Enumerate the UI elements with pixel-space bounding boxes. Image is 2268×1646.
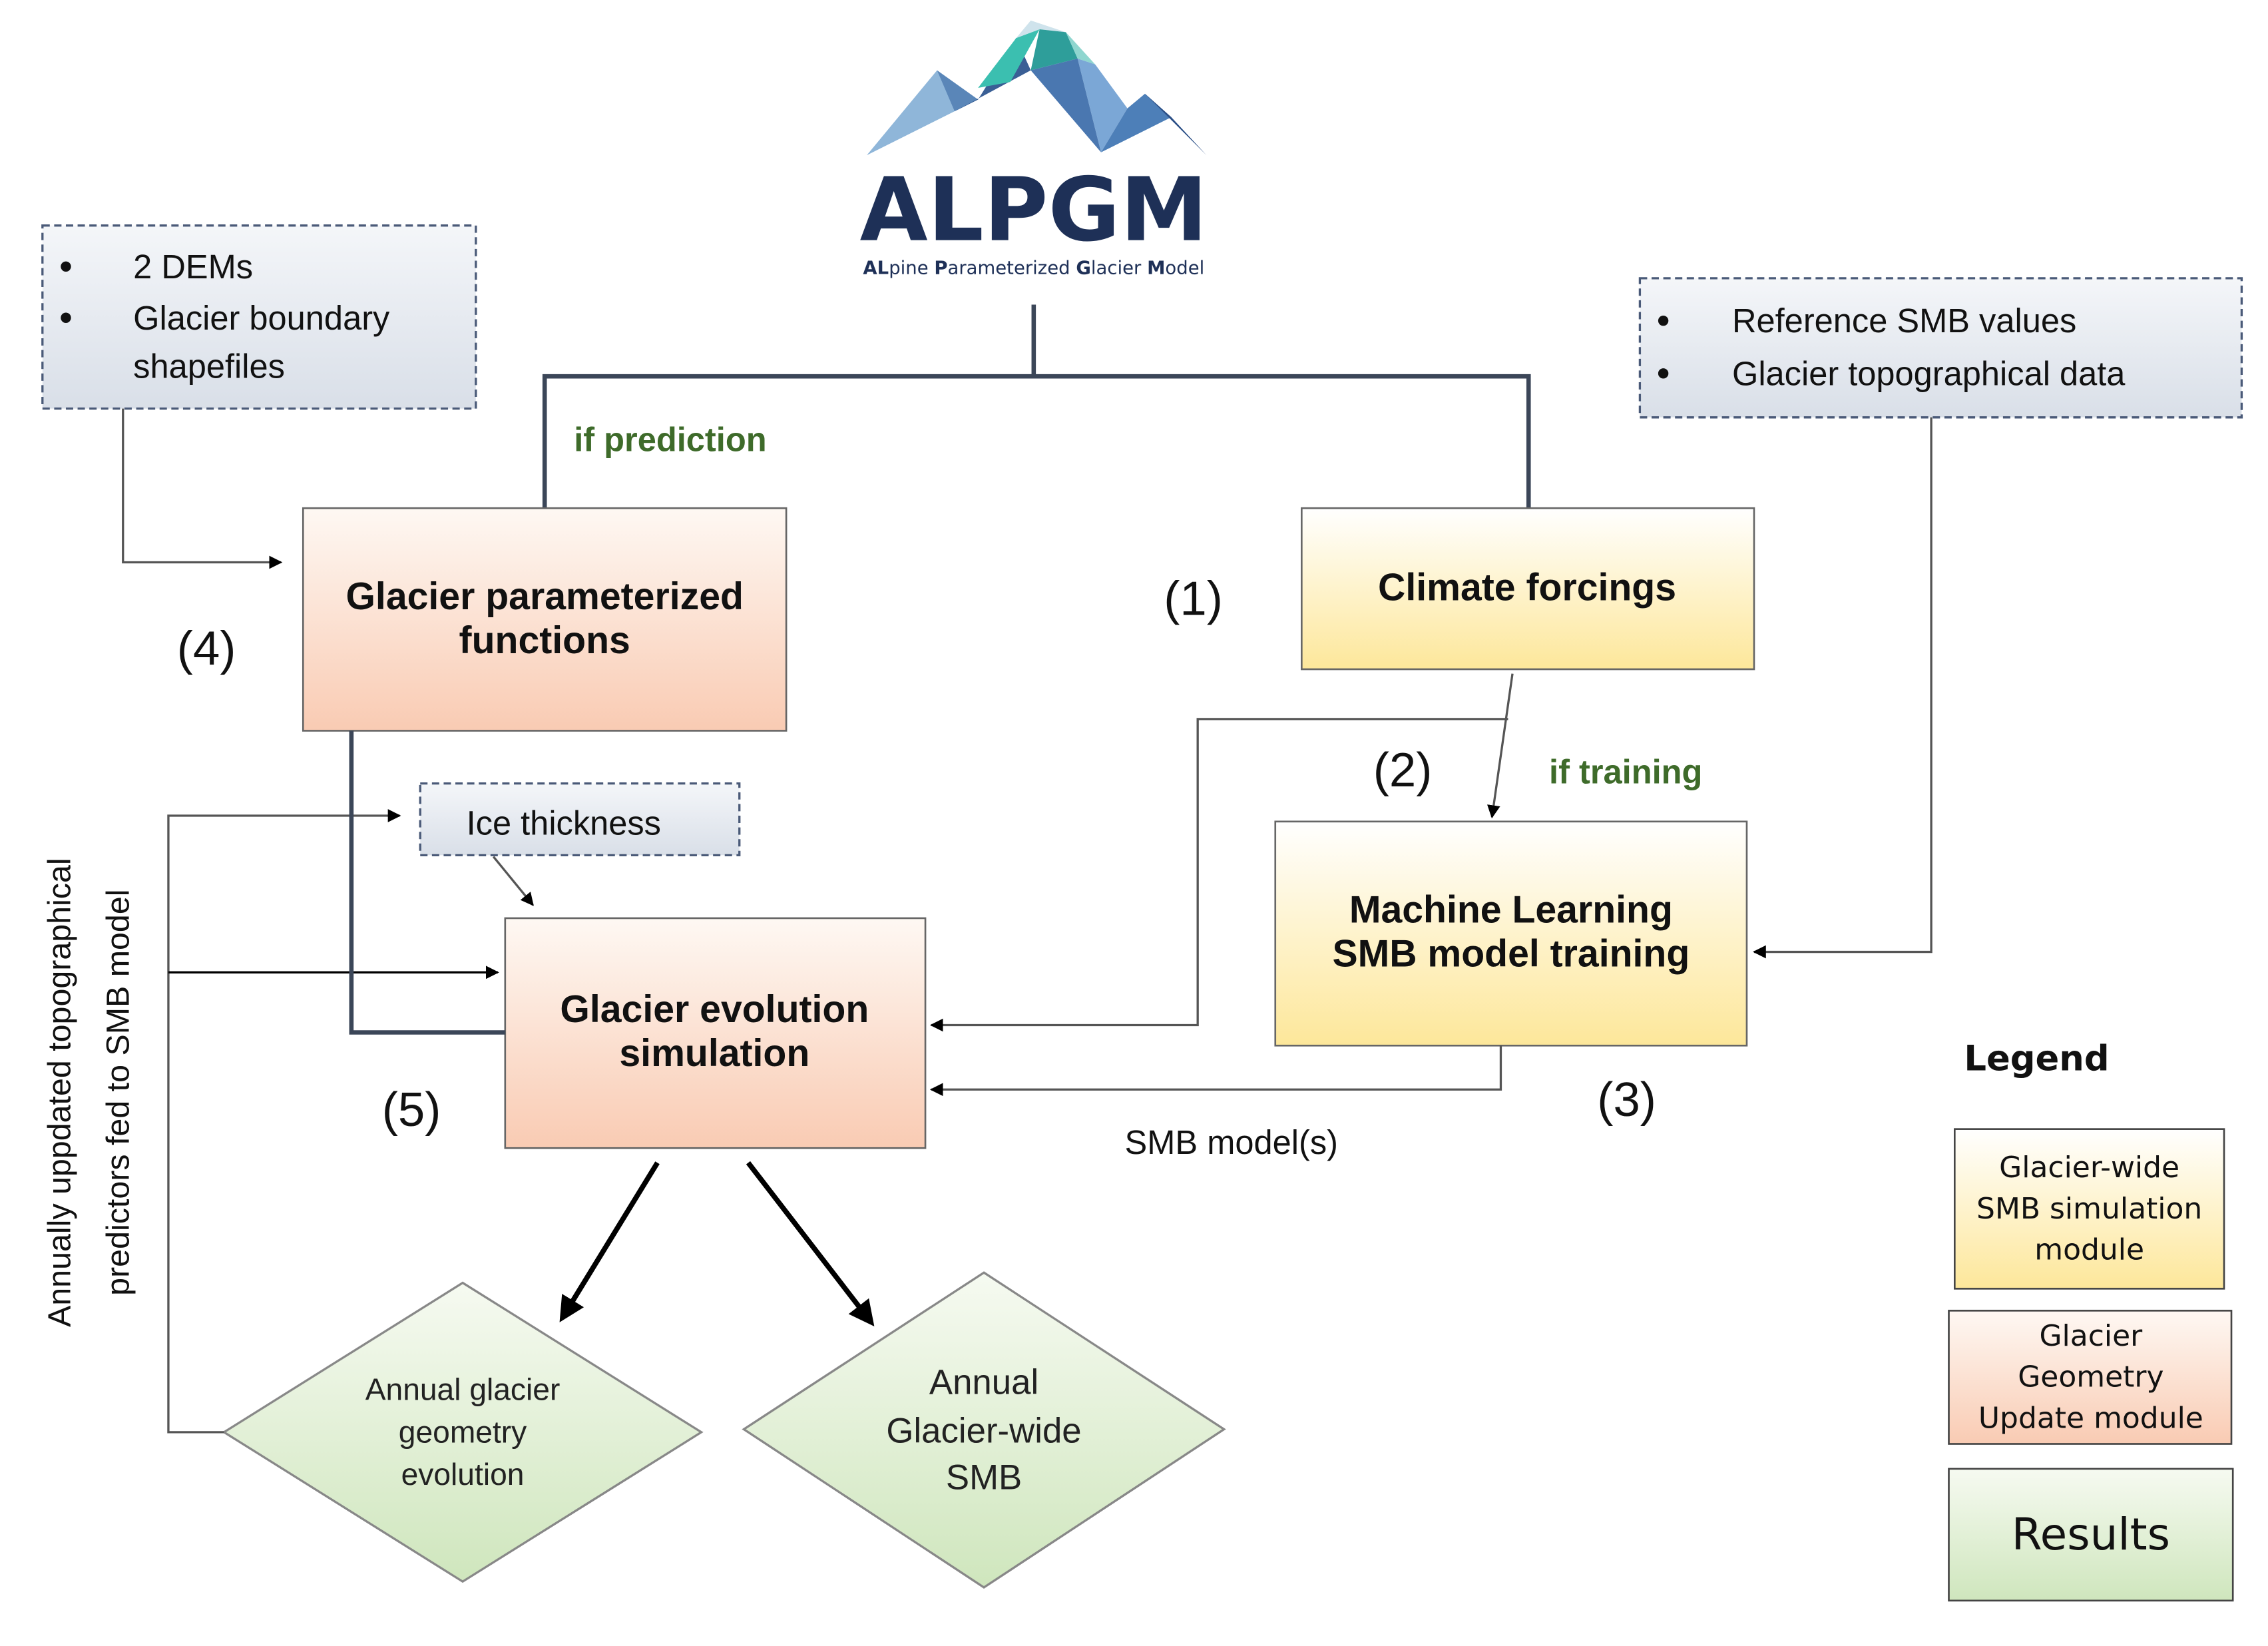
legend-text-line: SMB simulation bbox=[1976, 1192, 2202, 1226]
legend-item-geometry-module: Glacier Geometry Update module bbox=[1948, 1310, 2233, 1445]
connectors bbox=[122, 408, 1932, 1434]
module-title-line: simulation bbox=[619, 1032, 809, 1075]
input-dem-item: 2 DEMs bbox=[133, 248, 253, 286]
legend-item-smb-module: Glacier-wide SMB simulation module bbox=[1953, 1128, 2225, 1290]
input-smb-item: Glacier topographical data bbox=[1732, 354, 2126, 392]
legend: Legend Glacier-wide SMB simulation modul… bbox=[1948, 1039, 2234, 1602]
step-label: (2) bbox=[1373, 743, 1433, 797]
result-text-line: Glacier-wide bbox=[886, 1411, 1081, 1450]
arrow-dem-to-functions bbox=[122, 408, 283, 569]
mountain-peaks-icon bbox=[867, 20, 1207, 156]
arrow-climate-to-training bbox=[1486, 673, 1514, 819]
module-evolution-simulation: Glacier evolution simulation bbox=[504, 917, 927, 1149]
arrow-smb-to-training bbox=[1752, 417, 1932, 959]
legend-text: Results bbox=[2012, 1509, 2170, 1560]
result-geometry-evolution: Annual glacier geometry evolution bbox=[222, 1281, 704, 1583]
legend-text-line: Update module bbox=[1978, 1401, 2203, 1435]
module-climate-forcings: Climate forcings bbox=[1301, 507, 1755, 671]
side-label-line: Annually uppdated topographical bbox=[42, 858, 78, 1327]
arrow-climate-to-evolution bbox=[929, 718, 1508, 1032]
legend-text-line: Geometry bbox=[2018, 1360, 2163, 1394]
module-ml-training: Machine Learning SMB model training bbox=[1274, 820, 1748, 1047]
module-title-line: functions bbox=[459, 619, 630, 662]
legend-text-line: Glacier bbox=[2039, 1319, 2143, 1353]
module-title: Climate forcings bbox=[1378, 567, 1676, 609]
input-dem-item: shapefiles bbox=[133, 347, 285, 385]
bullet-icon bbox=[61, 261, 71, 272]
arrow-to-geometry-result bbox=[559, 1161, 660, 1322]
legend-item-results: Results bbox=[1948, 1468, 2234, 1602]
branch-connector bbox=[542, 304, 1531, 509]
step-label: (1) bbox=[1164, 572, 1223, 626]
subtitle-part: pine bbox=[889, 257, 934, 278]
arrow-feedback-to-ice bbox=[167, 809, 401, 1434]
subtitle-part: M bbox=[1147, 257, 1165, 278]
subtitle-part: G bbox=[1076, 257, 1091, 278]
result-text-line: evolution bbox=[401, 1457, 525, 1492]
arrow-ice-to-evolution bbox=[492, 856, 534, 906]
module-title-line: SMB model training bbox=[1332, 933, 1690, 975]
input-ice-thickness-box: Ice thickness bbox=[419, 782, 741, 857]
subtitle-part: AL bbox=[863, 257, 889, 278]
arrow-training-to-evolution bbox=[929, 1045, 1502, 1097]
module-title-line: Glacier evolution bbox=[560, 988, 869, 1031]
logo-subtitle: ALpine Parameterized Glacier Model bbox=[863, 257, 1204, 278]
module-title-line: Machine Learning bbox=[1349, 889, 1673, 932]
side-label-line: predictors fed to SMB model bbox=[101, 890, 136, 1296]
legend-text-line: Glacier-wide bbox=[1999, 1151, 2179, 1185]
alpgm-logo: ALPGM ALpine Parameterized Glacier Model bbox=[860, 20, 1208, 278]
result-glacier-wide-smb: Annual Glacier-wide SMB bbox=[742, 1271, 1226, 1589]
module-param-functions: Glacier parameterized functions bbox=[302, 507, 788, 732]
result-text-line: SMB bbox=[946, 1458, 1022, 1498]
step-label: (4) bbox=[177, 621, 236, 675]
result-text-line: Annual glacier bbox=[365, 1372, 561, 1407]
legend-text-line: module bbox=[2034, 1233, 2144, 1266]
label-if-prediction: if prediction bbox=[574, 420, 766, 458]
link-functions-to-evolution bbox=[349, 730, 505, 1035]
input-smb-box: Reference SMB values Glacier topographic… bbox=[1638, 277, 2243, 419]
label-smb-models: SMB model(s) bbox=[1125, 1123, 1338, 1161]
subtitle-part: P bbox=[934, 257, 947, 278]
module-title-line: Glacier parameterized bbox=[345, 575, 743, 618]
subtitle-part: arameterized bbox=[948, 257, 1076, 278]
input-smb-item: Reference SMB values bbox=[1732, 302, 2076, 340]
logo-title: ALPGM bbox=[860, 160, 1208, 262]
step-label: (3) bbox=[1597, 1073, 1656, 1127]
input-dem-box: 2 DEMs Glacier boundary shapefiles bbox=[41, 224, 477, 410]
arrow-to-smb-result bbox=[746, 1161, 875, 1327]
bullet-icon bbox=[61, 312, 71, 323]
subtitle-part: lacier bbox=[1091, 257, 1147, 278]
legend-title: Legend bbox=[1964, 1039, 2109, 1079]
step-label: (5) bbox=[382, 1083, 441, 1137]
subtitle-part: odel bbox=[1165, 257, 1204, 278]
bullet-icon bbox=[1658, 368, 1669, 379]
result-text-line: geometry bbox=[399, 1414, 527, 1449]
bullet-icon bbox=[1658, 315, 1669, 326]
label-if-training: if training bbox=[1549, 753, 1702, 791]
input-dem-item: Glacier boundary bbox=[133, 299, 390, 337]
ice-thickness-label: Ice thickness bbox=[467, 804, 661, 842]
result-text-line: Annual bbox=[929, 1363, 1038, 1402]
